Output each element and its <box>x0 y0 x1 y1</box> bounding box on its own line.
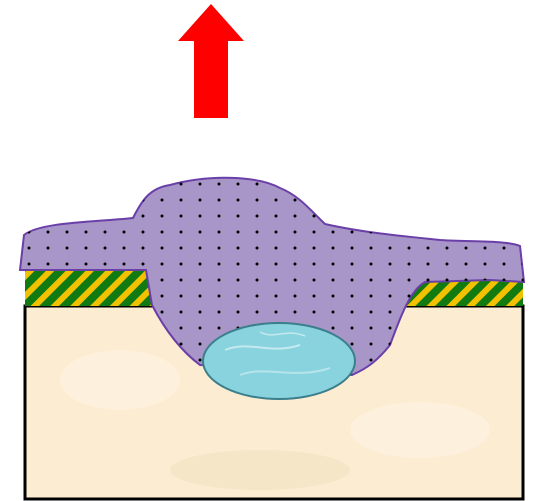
striped-layer-left <box>25 270 165 306</box>
up-arrow-icon <box>178 4 244 118</box>
ellipse-icon <box>203 323 355 399</box>
